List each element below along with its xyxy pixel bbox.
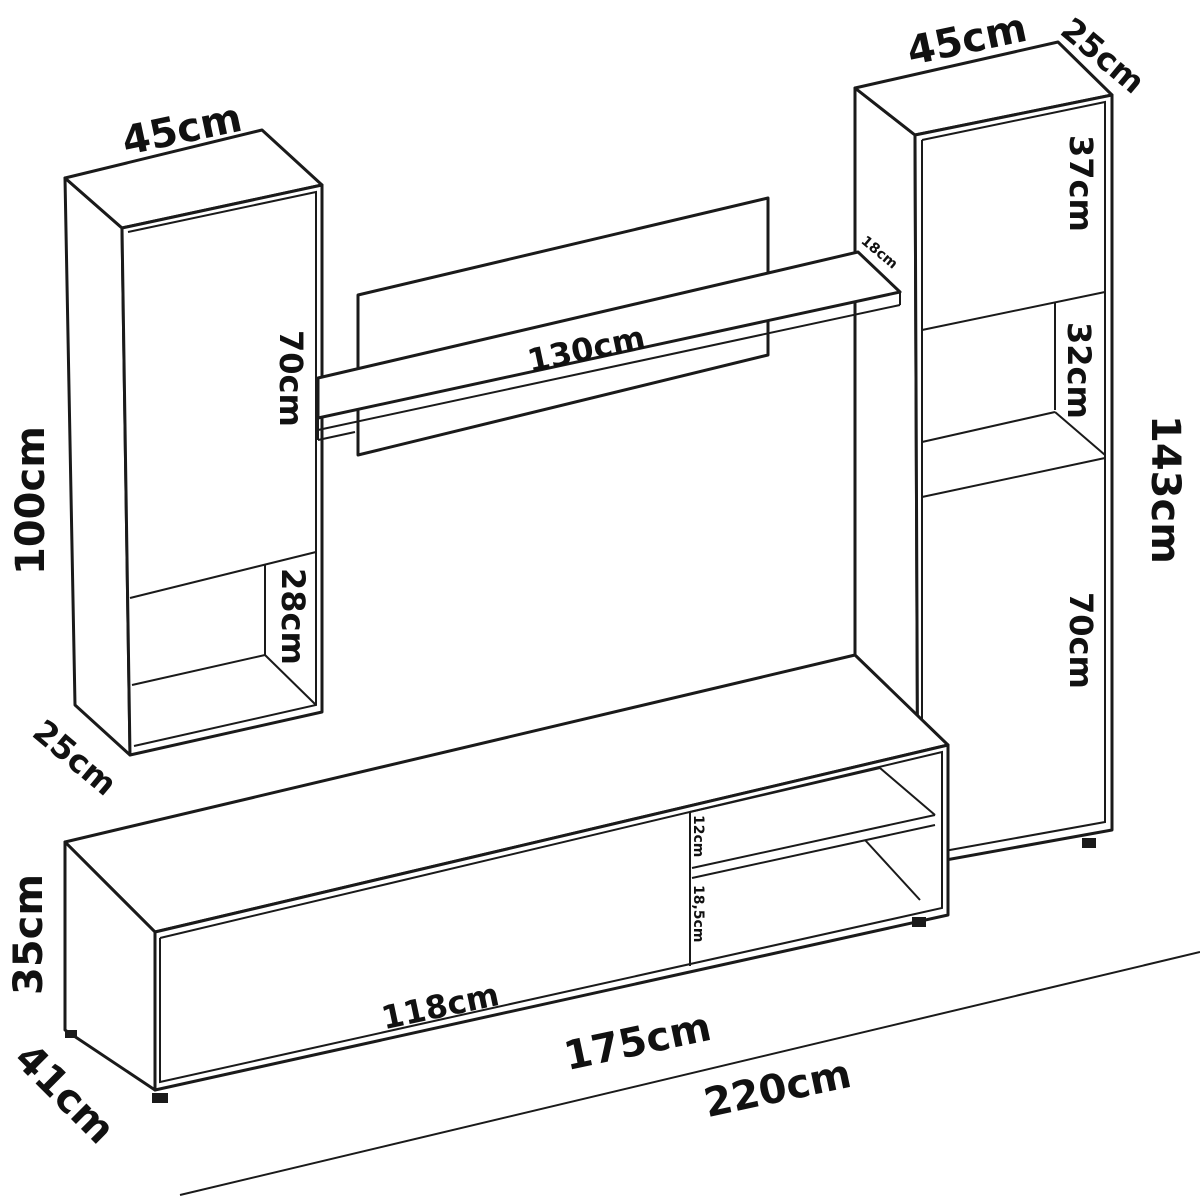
right-tower-open-shelf-label: 32cm xyxy=(1060,322,1098,419)
tv-unit-upper-shelf-label: 12cm xyxy=(690,815,706,858)
left-cabinet-door-label: 70cm xyxy=(272,330,310,427)
tv-unit-lower-shelf-label: 18,5cm xyxy=(690,885,706,943)
left-cabinet-height-label: 100cm xyxy=(8,426,54,575)
right-tower-height-label: 143cm xyxy=(1142,415,1188,564)
tv-unit xyxy=(63,653,950,1103)
right-tower-bottom-door-label: 70cm xyxy=(1062,592,1100,689)
left-cabinet-shelf-label: 28cm xyxy=(274,568,312,665)
floor-line xyxy=(179,951,1200,1196)
wall-shelf xyxy=(316,196,902,457)
tv-unit-height-label: 35cm xyxy=(6,873,52,995)
right-tower-top-door-label: 37cm xyxy=(1062,135,1100,232)
left-cabinet xyxy=(63,128,324,757)
